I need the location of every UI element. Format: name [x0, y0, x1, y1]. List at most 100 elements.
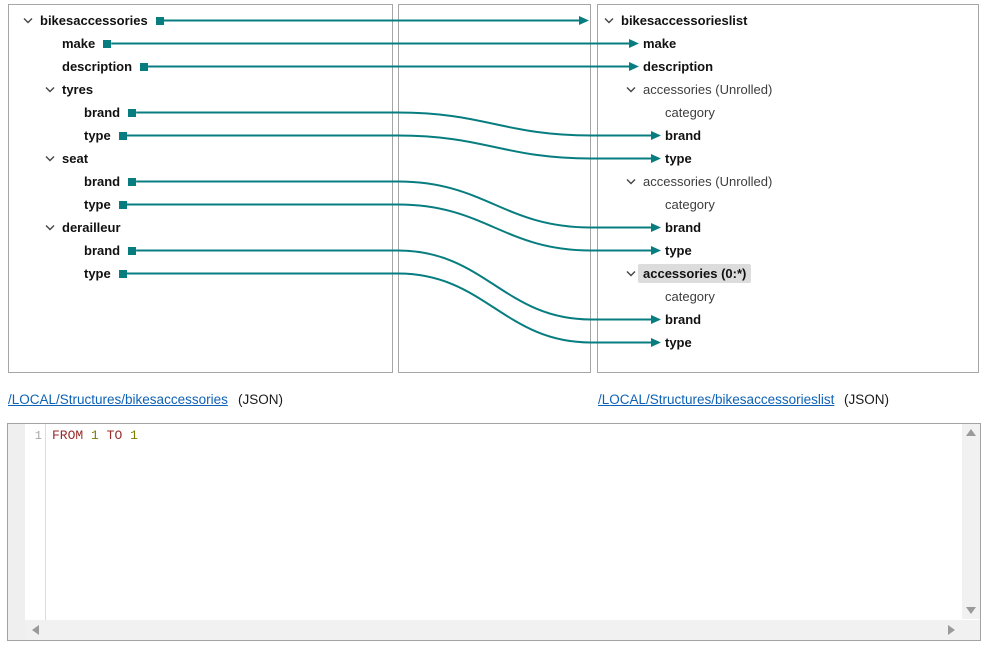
tree-node-label: description: [643, 59, 714, 74]
tree-node-bikesaccessories[interactable]: bikesaccessories: [9, 9, 392, 32]
tree-node-category[interactable]: category: [598, 285, 978, 308]
tree-node-tyres[interactable]: tyres: [9, 78, 392, 101]
editor-gutter-separator: [45, 424, 46, 620]
target-structure-link[interactable]: /LOCAL/Structures/bikesaccessorieslist: [598, 392, 835, 407]
tree-node-label: brand: [84, 174, 121, 189]
structure-links-row: /LOCAL/Structures/bikesaccessories (JSON…: [0, 384, 986, 418]
tree-node-category[interactable]: category: [598, 101, 978, 124]
tree-node-label: derailleur: [62, 220, 121, 235]
tree-node-bikesaccessorieslist[interactable]: bikesaccessorieslist: [598, 9, 978, 32]
tree-node-type[interactable]: type: [9, 262, 392, 285]
transition-panel: [398, 4, 591, 373]
mapping-canvas: bikesaccessories make description tyres bran…: [8, 4, 979, 373]
connector-square[interactable]: [140, 62, 149, 71]
tree-node-type[interactable]: type: [9, 193, 392, 216]
tree-node-accessories-unrolled[interactable]: accessories (Unrolled): [598, 78, 978, 101]
connector-square[interactable]: [118, 269, 127, 278]
plain-token: [99, 428, 107, 443]
tree-node-label: category: [665, 197, 715, 212]
tree-node-label: make: [62, 36, 96, 51]
connector-square[interactable]: [128, 246, 137, 255]
plain-token: [83, 428, 91, 443]
tree-node-label: brand: [665, 220, 702, 235]
chevron-down-icon[interactable]: [45, 155, 62, 162]
chevron-down-icon[interactable]: [604, 17, 621, 24]
scroll-up-icon[interactable]: [966, 429, 976, 436]
tree-node-label: type: [665, 243, 692, 258]
source-tree-panel: bikesaccessories make description tyres bran…: [8, 4, 393, 373]
tree-node-description[interactable]: description: [598, 55, 978, 78]
tree-node-label: brand: [84, 105, 121, 120]
scroll-down-icon[interactable]: [966, 607, 976, 614]
tree-node-label: seat: [62, 151, 89, 166]
editor-code-line[interactable]: FROM 1 TO 1: [52, 428, 138, 443]
tree-node-description[interactable]: description: [9, 55, 392, 78]
chevron-down-icon[interactable]: [45, 86, 62, 93]
connector-square[interactable]: [155, 16, 164, 25]
editor-vertical-scrollbar[interactable]: [962, 424, 980, 619]
keyword-token: FROM: [52, 428, 84, 443]
tree-node-label: type: [665, 335, 692, 350]
tree-node-label: brand: [665, 128, 702, 143]
tree-node-label: description: [62, 59, 133, 74]
tree-node-label: brand: [84, 243, 121, 258]
tree-node-label: accessories (0:*): [638, 264, 752, 283]
tree-node-label: type: [84, 197, 111, 212]
tree-node-brand[interactable]: brand: [598, 216, 978, 239]
tree-node-label: brand: [665, 312, 702, 327]
target-tree-panel: bikesaccessorieslist make description acces…: [597, 4, 979, 373]
tree-node-accessories-0[interactable]: accessories (0:*): [598, 262, 978, 285]
plain-token: [122, 428, 130, 443]
scroll-left-icon[interactable]: [32, 625, 39, 635]
chevron-down-icon[interactable]: [626, 86, 643, 93]
tree-node-brand[interactable]: brand: [9, 101, 392, 124]
connector-square[interactable]: [128, 177, 137, 186]
number-token: 1: [130, 428, 138, 443]
keyword-token: TO: [106, 428, 123, 443]
tree-node-derailleur[interactable]: derailleur: [9, 216, 392, 239]
tree-node-label: accessories (Unrolled): [643, 174, 773, 189]
tree-node-accessories-unrolled[interactable]: accessories (Unrolled): [598, 170, 978, 193]
tree-node-label: tyres: [62, 82, 94, 97]
tree-node-make[interactable]: make: [9, 32, 392, 55]
tree-node-label: make: [643, 36, 677, 51]
tree-node-type[interactable]: type: [598, 331, 978, 354]
scrollbar-corner: [962, 620, 980, 640]
tree-node-label: type: [665, 151, 692, 166]
tree-node-label: type: [84, 266, 111, 281]
chevron-down-icon[interactable]: [23, 17, 40, 24]
expression-editor[interactable]: 1 FROM 1 TO 1: [7, 423, 981, 641]
tree-node-label: bikesaccessorieslist: [621, 13, 748, 28]
tree-node-brand[interactable]: brand: [9, 170, 392, 193]
tree-node-type[interactable]: type: [598, 147, 978, 170]
source-structure-link[interactable]: /LOCAL/Structures/bikesaccessories: [8, 392, 228, 407]
tree-node-type[interactable]: type: [598, 239, 978, 262]
tree-node-brand[interactable]: brand: [598, 124, 978, 147]
source-format-label: (JSON): [238, 392, 283, 407]
tree-node-label: category: [665, 289, 715, 304]
connector-square[interactable]: [118, 200, 127, 209]
connector-square[interactable]: [118, 131, 127, 140]
tree-node-label: category: [665, 105, 715, 120]
chevron-down-icon[interactable]: [45, 224, 62, 231]
tree-node-brand[interactable]: brand: [598, 308, 978, 331]
connector-square[interactable]: [128, 108, 137, 117]
source-tree: bikesaccessories make description tyres bran…: [9, 5, 392, 285]
chevron-down-icon[interactable]: [626, 178, 643, 185]
connector-square[interactable]: [103, 39, 112, 48]
tree-node-category[interactable]: category: [598, 193, 978, 216]
tree-node-type[interactable]: type: [9, 124, 392, 147]
editor-margin-strip: [8, 424, 25, 640]
scroll-right-icon[interactable]: [948, 625, 955, 635]
tree-node-brand[interactable]: brand: [9, 239, 392, 262]
tree-node-seat[interactable]: seat: [9, 147, 392, 170]
tree-node-label: accessories (Unrolled): [643, 82, 773, 97]
tree-node-label: bikesaccessories: [40, 13, 148, 28]
target-format-label: (JSON): [844, 392, 889, 407]
editor-line-number: 1: [34, 429, 42, 443]
tree-node-label: type: [84, 128, 111, 143]
number-token: 1: [91, 428, 99, 443]
target-tree: bikesaccessorieslist make description acces…: [598, 5, 978, 354]
tree-node-make[interactable]: make: [598, 32, 978, 55]
editor-horizontal-scrollbar[interactable]: [25, 620, 962, 640]
